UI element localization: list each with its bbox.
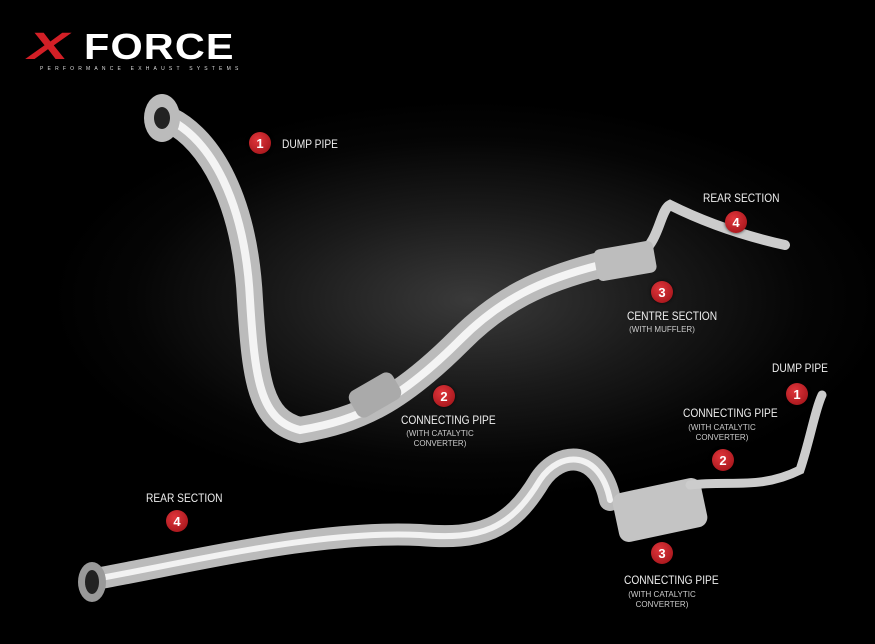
- label-lower-connecting-pipe-a: CONNECTING PIPE: [683, 406, 778, 420]
- logo-wordmark: FORCE: [84, 26, 235, 67]
- label-lower-dump-pipe: DUMP PIPE: [772, 361, 828, 375]
- logo-x-mark: X: [28, 26, 69, 68]
- note-line: (WITH CATALYTIC: [628, 590, 696, 599]
- badge-lower-3: 3: [651, 542, 673, 564]
- note-line: CONVERTER): [695, 433, 749, 442]
- badge-upper-2: 2: [433, 385, 455, 407]
- xforce-logo: X FORCE PERFORMANCE EXHAUST SYSTEMS: [28, 26, 268, 76]
- note-centre-section: (WITH MUFFLER): [629, 325, 695, 334]
- note-line: CONVERTER): [635, 600, 689, 609]
- badge-lower-4: 4: [166, 510, 188, 532]
- label-centre-section: CENTRE SECTION: [627, 309, 718, 323]
- label-lower-connecting-pipe-b: CONNECTING PIPE: [624, 573, 719, 587]
- badge-upper-4: 4: [725, 211, 747, 233]
- note-line: CONVERTER): [413, 439, 467, 448]
- note-line: (WITH CATALYTIC: [406, 429, 474, 438]
- note-line: (WITH CATALYTIC: [688, 423, 756, 432]
- label-upper-dump-pipe: DUMP PIPE: [282, 137, 338, 151]
- label-lower-rear-section: REAR SECTION: [146, 491, 223, 505]
- badge-upper-3: 3: [651, 281, 673, 303]
- label-upper-connecting-pipe: CONNECTING PIPE: [401, 413, 496, 427]
- lower-exhaust-system: [78, 390, 827, 602]
- logo-tagline: PERFORMANCE EXHAUST SYSTEMS: [40, 66, 243, 72]
- label-upper-rear-section: REAR SECTION: [703, 191, 780, 205]
- upper-exhaust-system: [144, 94, 790, 444]
- badge-lower-1: 1: [786, 383, 808, 405]
- badge-lower-2: 2: [712, 449, 734, 471]
- badge-upper-1: 1: [249, 132, 271, 154]
